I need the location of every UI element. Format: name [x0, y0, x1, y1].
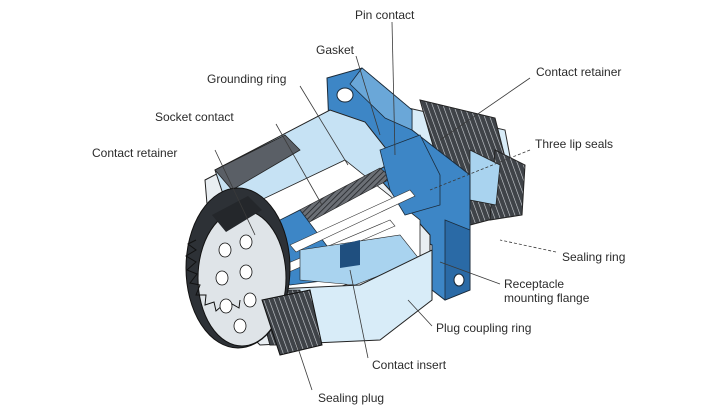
label-receptacle-mounting-flange: Receptacle mounting flange — [504, 277, 614, 305]
label-receptacle-line1: Receptacle — [504, 277, 565, 291]
plug-front-face — [185, 187, 291, 349]
label-socket-contact: Socket contact — [155, 110, 234, 124]
label-receptacle-line2: mounting flange — [504, 291, 590, 305]
label-contact-retainer-right: Contact retainer — [536, 65, 622, 79]
label-sealing-plug: Sealing plug — [318, 391, 385, 405]
label-three-lip-seals: Three lip seals — [535, 137, 614, 151]
sealing-plug — [261, 289, 323, 356]
label-contact-insert: Contact insert — [372, 358, 447, 372]
label-plug-coupling-ring: Plug coupling ring — [436, 321, 532, 335]
label-sealing-ring: Sealing ring — [562, 250, 626, 264]
label-grounding-ring: Grounding ring — [207, 72, 287, 86]
label-contact-retainer-left: Contact retainer — [92, 146, 178, 160]
label-pin-contact: Pin contact — [355, 8, 415, 22]
leader-lines — [214, 21, 557, 391]
label-gasket: Gasket — [316, 43, 355, 57]
